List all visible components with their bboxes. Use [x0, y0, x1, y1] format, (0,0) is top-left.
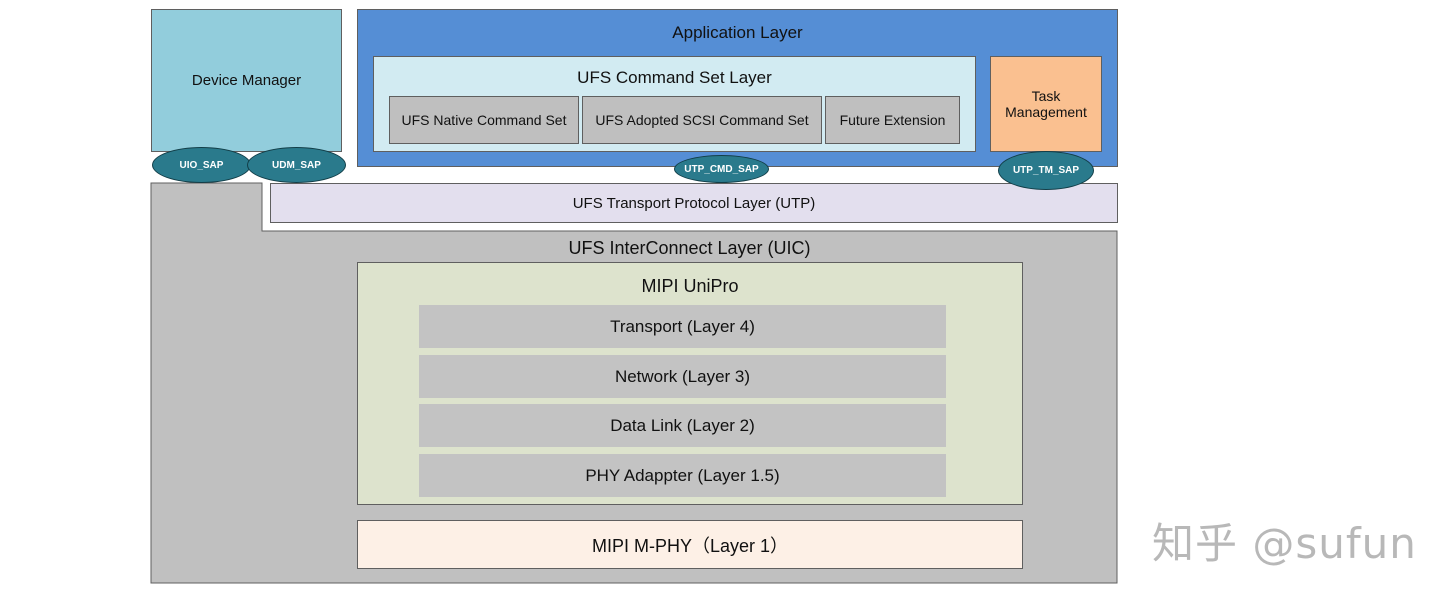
unipro-title: MIPI UniPro	[641, 276, 739, 296]
future-extension-label: Future Extension	[839, 112, 946, 128]
task-management-label: Task Management	[1005, 88, 1087, 120]
unipro-layer-network: Network (Layer 3)	[419, 355, 946, 398]
unipro-layer-data-link: Data Link (Layer 2)	[419, 404, 946, 447]
native-command-set-label: UFS Native Command Set	[401, 112, 567, 128]
uio-sap-label: UIO_SAP	[179, 159, 224, 171]
utp-tm-sap-label: UTP_TM_SAP	[1012, 165, 1080, 176]
utp-layer-box: UFS Transport Protocol Layer (UTP)	[270, 183, 1118, 223]
command-set-layer-title: UFS Command Set Layer	[577, 68, 772, 87]
udm-sap-label: UDM_SAP	[272, 159, 321, 171]
unipro-layer-label: Transport (Layer 4)	[610, 316, 755, 336]
unipro-layer-label: Data Link (Layer 2)	[610, 415, 755, 435]
unipro-layer-phy-adapter: PHY Adappter (Layer 1.5)	[419, 454, 946, 497]
device-manager-box: Device Manager	[151, 9, 342, 152]
unipro-layer-label: Network (Layer 3)	[614, 366, 751, 386]
native-command-set-box: UFS Native Command Set	[389, 96, 579, 144]
future-extension-box: Future Extension	[825, 96, 960, 144]
mphy-box: MIPI M-PHY（Layer 1）	[357, 520, 1023, 569]
mphy-label: MIPI M-PHY（Layer 1）	[591, 535, 789, 556]
device-manager-label: Device Manager	[191, 72, 302, 89]
utp-tm-sap-ellipse: UTP_TM_SAP	[998, 151, 1094, 190]
task-management-box: Task Management	[990, 56, 1102, 152]
utp-cmd-sap-label: UTP_CMD_SAP	[684, 163, 759, 175]
uio-sap-ellipse: UIO_SAP	[152, 147, 251, 183]
udm-sap-ellipse: UDM_SAP	[247, 147, 346, 183]
unipro-layer-transport: Transport (Layer 4)	[419, 305, 946, 348]
scsi-command-set-label: UFS Adopted SCSI Command Set	[595, 112, 809, 128]
utp-cmd-sap-ellipse: UTP_CMD_SAP	[674, 155, 769, 183]
utp-layer-label: UFS Transport Protocol Layer (UTP)	[572, 194, 816, 212]
scsi-command-set-box: UFS Adopted SCSI Command Set	[582, 96, 822, 144]
uic-layer-title: UFS InterConnect Layer (UIC)	[568, 238, 811, 258]
unipro-layer-label: PHY Adappter (Layer 1.5)	[585, 465, 780, 485]
application-layer-title: Application Layer	[672, 23, 803, 42]
watermark: 知乎 @sufun	[1152, 519, 1417, 568]
